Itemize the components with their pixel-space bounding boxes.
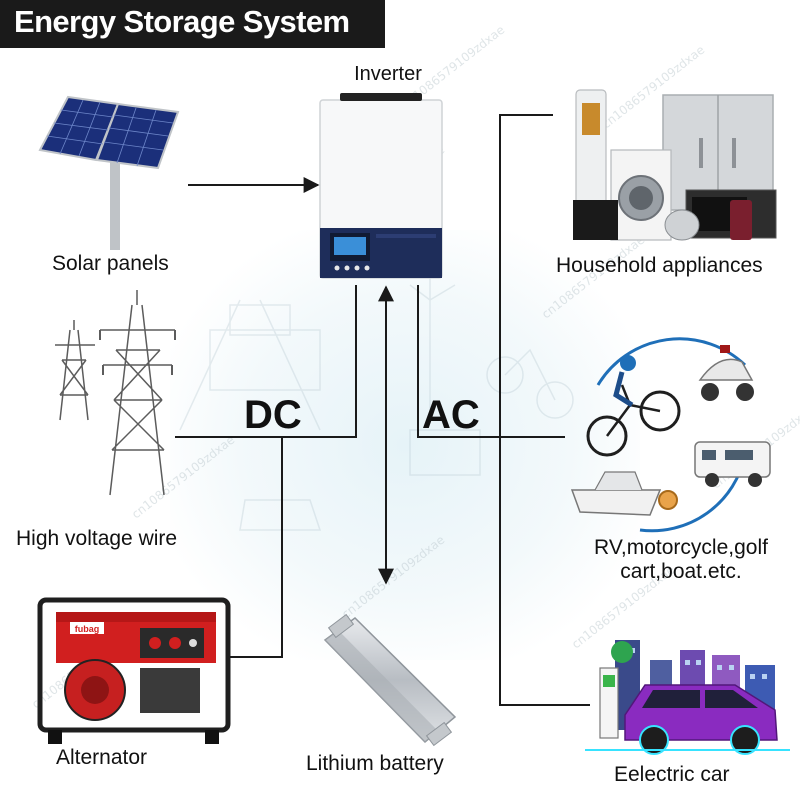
- inverter-label: Inverter: [354, 63, 422, 85]
- solar-panel-icon: [38, 95, 180, 250]
- vehicles-label-line1: RV,motorcycle,golf: [594, 536, 768, 559]
- alternator-label: Alternator: [56, 746, 148, 769]
- dc-bus-label: DC: [244, 393, 302, 437]
- inverter-icon: [319, 93, 443, 279]
- faint-city: [179, 275, 574, 531]
- lithium-battery-label: Lithium battery: [306, 752, 444, 775]
- household-appliances-label: Household appliances: [556, 254, 763, 277]
- vehicles-icon: [570, 337, 771, 533]
- dc-bus-line: [175, 285, 357, 438]
- vehicles-label-line2: cart,boat.etc.: [620, 560, 742, 583]
- ac-distribution-line: [499, 114, 590, 706]
- lithium-battery-icon: [323, 613, 457, 747]
- household-appliances-icon: [573, 89, 777, 241]
- diagram-title: Energy Storage System: [14, 4, 350, 39]
- ac-bus-line: [417, 285, 565, 438]
- electric-car-icon: [585, 640, 790, 755]
- solar-panels-label: Solar panels: [52, 252, 169, 275]
- generator-icon: fubag: [37, 597, 231, 744]
- power-tower-icon: [55, 290, 176, 496]
- high-voltage-wire-label: High voltage wire: [16, 527, 178, 550]
- generator-brand: fubag: [75, 624, 100, 634]
- title-bar: Energy Storage System: [0, 0, 385, 48]
- ac-bus-label: AC: [422, 393, 480, 437]
- connection-lines: [175, 114, 590, 706]
- electric-car-label: Eelectric car: [614, 763, 730, 786]
- city-background: [170, 230, 640, 660]
- dc-alternator-line: [230, 437, 283, 658]
